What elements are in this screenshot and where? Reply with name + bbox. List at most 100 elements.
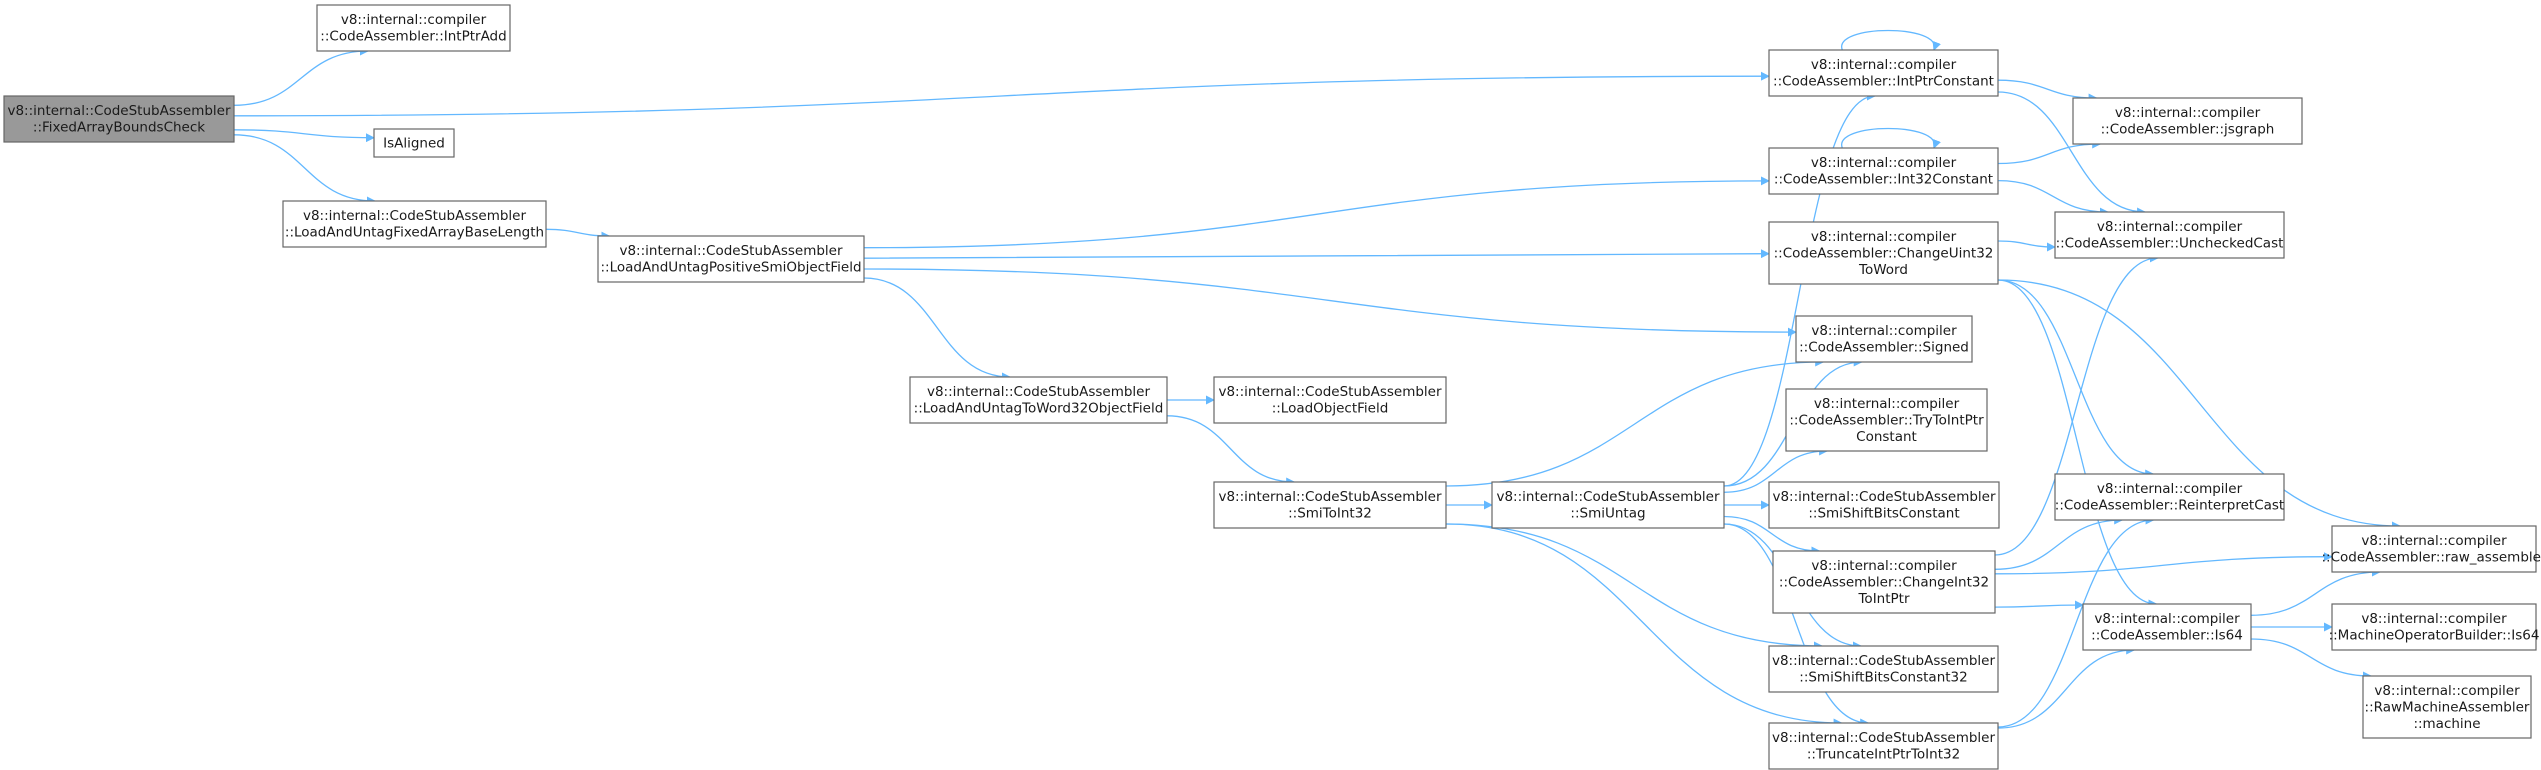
edge-root-to-intptrconst [233, 71, 1770, 117]
edge-changeint32-to-is64 [1994, 600, 2084, 610]
node-is64[interactable]: v8::internal::compiler::CodeAssembler::I… [2082, 603, 2252, 651]
edge-changeint32-to-unchecked [1994, 253, 2159, 556]
edge-changeint32-to-reinterpret [1994, 515, 2124, 570]
node-label-line: v8::internal::compiler [2097, 219, 2243, 235]
node-label-line: v8::internal::compiler [2094, 611, 2240, 627]
node-label-line: v8::internal::CodeStubAssembler [619, 243, 843, 259]
node-box[interactable] [1768, 722, 1999, 770]
node-label-line: ::CodeAssembler::IntPtrAdd [320, 29, 506, 45]
node-intptradd[interactable]: v8::internal::compiler::CodeAssembler::I… [316, 4, 511, 52]
edge-smiuntag-to-trytointptr [1723, 446, 1829, 493]
node-reinterpret[interactable]: v8::internal::compiler::CodeAssembler::R… [2054, 473, 2285, 521]
edge-smitoint32-to-smishiftbits32 [1445, 523, 1823, 651]
node-box[interactable] [1768, 147, 1999, 195]
node-layer: v8::internal::CodeStubAssembler::FixedAr… [3, 4, 2541, 770]
node-label-line: ::CodeAssembler::Signed [1799, 340, 1969, 356]
edge-truncate-to-is64 [1997, 645, 2136, 729]
node-label-line: v8::internal::compiler [1811, 323, 1957, 339]
node-label-line: ::LoadAndUntagPositiveSmiObjectField [600, 260, 861, 276]
node-box[interactable] [373, 128, 455, 158]
node-changeuint32[interactable]: v8::internal::compiler::CodeAssembler::C… [1768, 221, 1999, 285]
node-box[interactable] [2331, 603, 2537, 651]
node-box[interactable] [2362, 675, 2532, 739]
node-trytointptr[interactable]: v8::internal::compiler::CodeAssembler::T… [1785, 388, 1988, 452]
node-smiuntag[interactable]: v8::internal::CodeStubAssembler::SmiUnta… [1491, 481, 1725, 529]
node-label-line: ::SmiShiftBitsConstant [1808, 506, 1959, 522]
node-label-line: ToIntPtr [1857, 591, 1909, 607]
edge-is64-to-rawasm [2250, 567, 2381, 616]
node-box[interactable] [1795, 315, 1973, 363]
node-unchecked[interactable]: v8::internal::compiler::CodeAssembler::U… [2054, 211, 2285, 259]
node-label-line: ::CodeAssembler::ChangeInt32 [1779, 574, 1989, 590]
edge-int32const-to-jsgraph [1997, 139, 2102, 165]
node-box[interactable] [1772, 550, 1996, 614]
node-box[interactable] [3, 95, 235, 143]
edge-truncate-to-reinterpret [1997, 515, 2155, 728]
node-box[interactable] [2072, 97, 2303, 145]
node-changeint32[interactable]: v8::internal::compiler::CodeAssembler::C… [1772, 550, 1996, 614]
node-int32const[interactable]: v8::internal::compiler::CodeAssembler::I… [1768, 147, 1999, 195]
node-box[interactable] [1213, 376, 1447, 424]
edge-loaduntagbase-to-loaduntagpos [545, 228, 611, 241]
edge-changeint32-to-rawasm [1994, 552, 2333, 575]
node-label-line: ::CodeAssembler::UncheckedCast [2056, 236, 2284, 252]
edge-is64-to-rawmachine [2250, 638, 2372, 681]
node-box[interactable] [282, 200, 547, 248]
node-box[interactable] [1768, 49, 1999, 97]
node-root[interactable]: v8::internal::CodeStubAssembler::FixedAr… [3, 95, 235, 143]
edge-intptrconst-to-jsgraph [1997, 79, 2098, 103]
node-label-line: ::SmiToInt32 [1288, 506, 1372, 522]
node-isaligned[interactable]: IsAligned [373, 128, 455, 158]
node-label-line: ::CodeAssembler::IntPtrConstant [1773, 74, 1994, 90]
node-label-line: ::SmiShiftBitsConstant32 [1799, 670, 1967, 686]
node-label-line: Constant [1856, 429, 1917, 445]
edge-smiuntag-to-intptrconst [1723, 91, 1876, 487]
node-loaduntagbase[interactable]: v8::internal::CodeStubAssembler::LoadAnd… [282, 200, 547, 248]
node-label-line: v8::internal::CodeStubAssembler [1218, 489, 1442, 505]
node-label-line: ::SmiUntag [1570, 506, 1645, 522]
node-rawasm[interactable]: v8::internal::compiler::CodeAssembler::r… [2321, 525, 2541, 573]
node-box[interactable] [597, 235, 865, 283]
node-loaduntagw32[interactable]: v8::internal::CodeStubAssembler::LoadAnd… [909, 376, 1168, 424]
node-box[interactable] [1785, 388, 1988, 452]
node-machopis64[interactable]: v8::internal::compiler::MachineOperatorB… [2329, 603, 2540, 651]
node-smishiftbits32[interactable]: v8::internal::CodeStubAssembler::SmiShif… [1768, 645, 1999, 693]
node-label-line: ::TruncateIntPtrToInt32 [1807, 747, 1960, 763]
node-label-line: ::CodeAssembler::raw_assembler [2321, 550, 2541, 566]
node-loadobject[interactable]: v8::internal::CodeStubAssembler::LoadObj… [1213, 376, 1447, 424]
node-box[interactable] [1768, 481, 2000, 529]
node-smitoint32[interactable]: v8::internal::CodeStubAssembler::SmiToIn… [1213, 481, 1447, 529]
node-box[interactable] [2054, 211, 2285, 259]
node-label-line: v8::internal::compiler [2374, 683, 2520, 699]
node-label-line: ::CodeAssembler::Int32Constant [1774, 172, 1993, 188]
node-label-line: v8::internal::compiler [1811, 57, 1957, 73]
edge-changeuint32-to-reinterpret [1997, 279, 2155, 479]
node-box[interactable] [2331, 525, 2537, 573]
edge-layer [233, 29, 2401, 729]
node-box[interactable] [1491, 481, 1725, 529]
node-label-line: ::CodeAssembler::jsgraph [2101, 122, 2275, 138]
edge-int32const-to-int32const [1841, 127, 1941, 149]
node-truncate[interactable]: v8::internal::CodeStubAssembler::Truncat… [1768, 722, 1999, 770]
node-label-line: IsAligned [383, 135, 445, 151]
node-box[interactable] [316, 4, 511, 52]
node-label-line: v8::internal::CodeStubAssembler [7, 103, 231, 119]
edge-changeuint32-to-unchecked [1997, 240, 2056, 252]
node-intptrconst[interactable]: v8::internal::compiler::CodeAssembler::I… [1768, 49, 1999, 97]
node-loaduntagpos[interactable]: v8::internal::CodeStubAssembler::LoadAnd… [597, 235, 865, 283]
node-box[interactable] [2054, 473, 2285, 521]
node-label-line: ::MachineOperatorBuilder::Is64 [2329, 628, 2540, 644]
node-box[interactable] [909, 376, 1168, 424]
node-label-line: v8::internal::CodeStubAssembler [1496, 489, 1720, 505]
node-rawmachine[interactable]: v8::internal::compiler::RawMachineAssemb… [2362, 675, 2532, 739]
node-smishiftbits[interactable]: v8::internal::CodeStubAssembler::SmiShif… [1768, 481, 2000, 529]
node-label-line: ToWord [1858, 262, 1908, 278]
node-signed[interactable]: v8::internal::compiler::CodeAssembler::S… [1795, 315, 1973, 363]
node-box[interactable] [1213, 481, 1447, 529]
edge-changeuint32-to-rawasm [1997, 279, 2401, 531]
node-box[interactable] [1768, 645, 1999, 693]
node-box[interactable] [2082, 603, 2252, 651]
node-jsgraph[interactable]: v8::internal::compiler::CodeAssembler::j… [2072, 97, 2303, 145]
edge-root-to-isaligned [233, 129, 375, 143]
node-box[interactable] [1768, 221, 1999, 285]
